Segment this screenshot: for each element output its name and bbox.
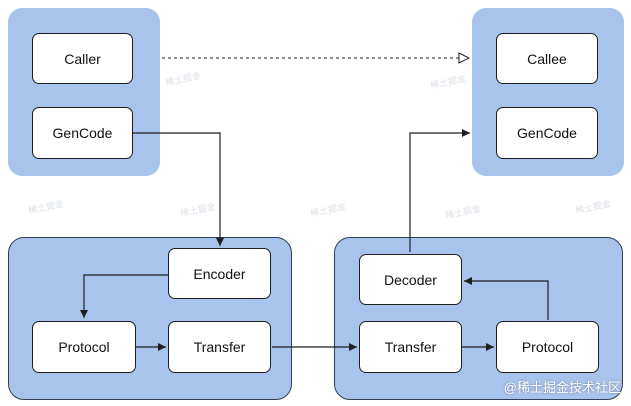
protocol-left-node: Protocol [32, 321, 136, 373]
caller-label: Caller [64, 50, 101, 67]
protocol-right-node: Protocol [496, 321, 599, 373]
transfer-left-node: Transfer [168, 321, 271, 373]
protocol-left-label: Protocol [58, 339, 110, 355]
encoder-label: Encoder [193, 265, 246, 282]
gencode-right-node: GenCode [496, 107, 598, 159]
protocol-to-decoder-edge [464, 277, 549, 320]
transfer-right-node: Transfer [359, 321, 462, 373]
caller-node: Caller [32, 33, 133, 84]
callee-node: Callee [496, 33, 598, 84]
transfer-left-label: Transfer [193, 339, 246, 355]
decoder-node: Decoder [359, 254, 462, 305]
gencode-to-encoder-edge [132, 132, 224, 246]
decoder-label: Decoder [384, 271, 437, 288]
juejin-watermark: @稀土掘金技术社区 [503, 380, 621, 395]
protocol-right-label: Protocol [521, 339, 574, 355]
gencode-right-label: GenCode [517, 125, 577, 141]
encoder-node: Encoder [168, 248, 271, 299]
callee-label: Callee [527, 50, 567, 67]
gencode-left-label: GenCode [52, 125, 113, 141]
transfer-right-label: Transfer [384, 339, 437, 355]
decoder-to-gencode-edge [409, 129, 470, 252]
gencode-left-node: GenCode [32, 107, 133, 159]
encoder-to-protocol-edge [80, 274, 168, 318]
